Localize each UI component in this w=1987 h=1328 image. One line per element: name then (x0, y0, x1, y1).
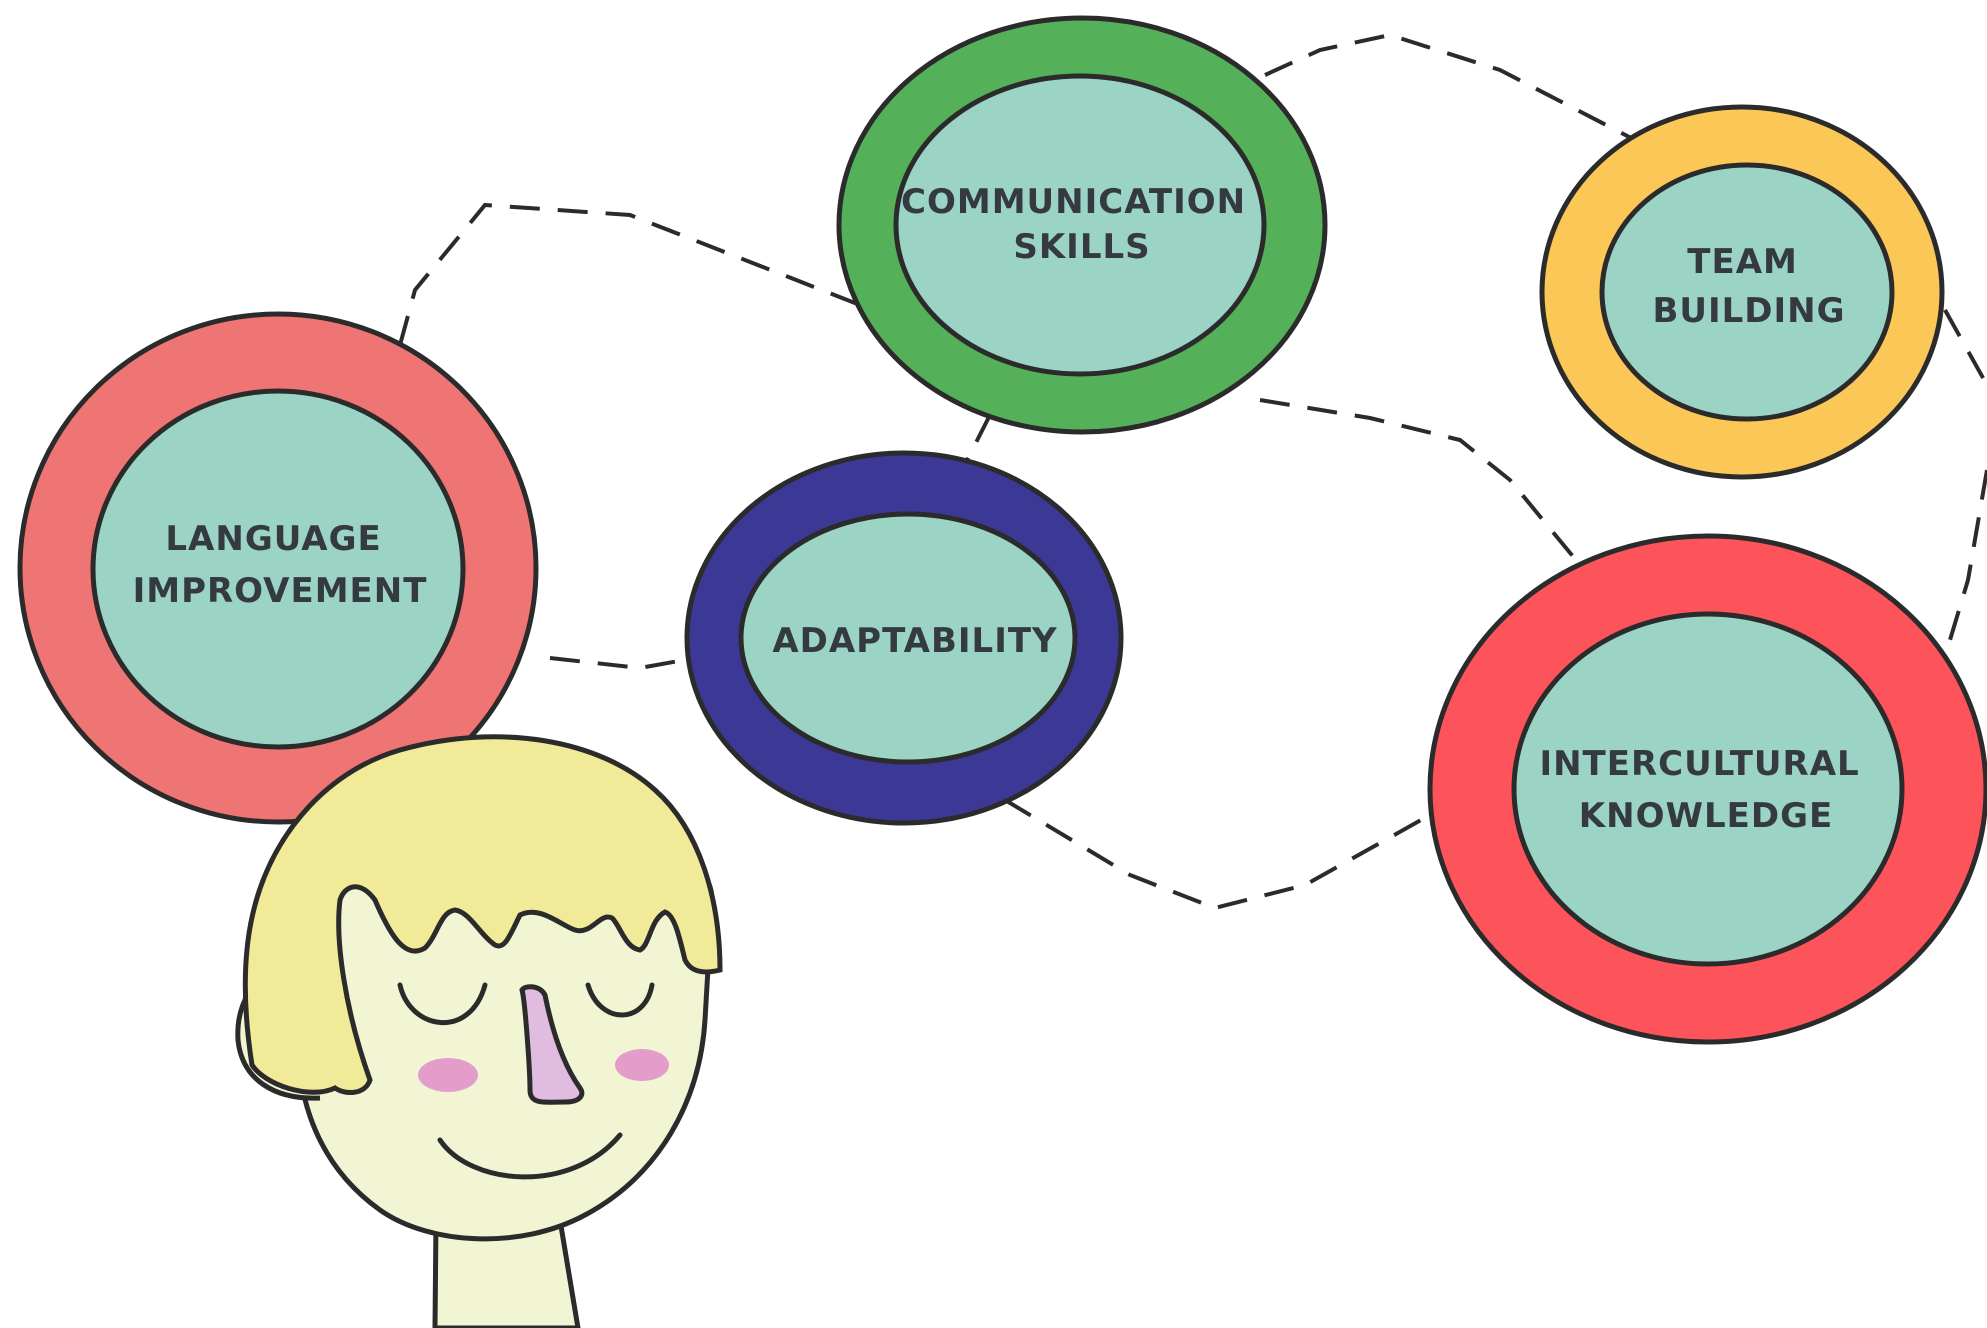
connector-team-to-intercultural (1943, 309, 1987, 386)
language-improvement-label-line-2: IMPROVEMENT (133, 571, 428, 611)
inner-team-building (1599, 162, 1895, 422)
connector-adaptability-to-intercultural (1003, 798, 1431, 911)
right-cheek (615, 1049, 669, 1081)
intercultural-knowledge-label-line-2: KNOWLEDGE (1579, 796, 1833, 836)
skill-node-adaptability: ADAPTABILITY (684, 450, 1124, 826)
svg-text:ADAPTABILITY: ADAPTABILITY (772, 621, 1057, 661)
left-cheek (418, 1058, 478, 1092)
inner-language-improvement (90, 388, 466, 750)
inner-intercultural-knowledge (1511, 611, 1905, 967)
team-building-label-line-1: TEAM (1687, 242, 1798, 282)
svg-text:LANGUAGE IMPROVEMENT: LANGUAGE IMPROVEMENT (133, 519, 428, 611)
smile (437, 1132, 623, 1180)
svg-text:TEAM BUILDING: TEAM BUILDING (1652, 242, 1845, 331)
connector-language-to-adaptability (549, 656, 696, 671)
right-eye (585, 982, 655, 1018)
connector-intercultural-right-edge (1948, 469, 1987, 641)
hair (242, 734, 723, 1095)
svg-text:COMMUNICATION SKILLS: COMMUNICATION SKILLS (901, 182, 1259, 267)
left-eye (397, 982, 488, 1026)
skill-node-communication: COMMUNICATION SKILLS (836, 15, 1328, 435)
person-thinking-icon (235, 734, 723, 1328)
connector-communication-to-intercultural (1259, 398, 1582, 567)
inner-communication (893, 73, 1267, 377)
team-building-label-line-2: BUILDING (1652, 291, 1845, 331)
connector-lines (398, 32, 1987, 911)
nose (519, 984, 585, 1105)
connector-language-to-communication (398, 202, 861, 346)
inner-adaptability (738, 511, 1078, 765)
adaptability-label: ADAPTABILITY (772, 621, 1057, 661)
skill-node-team-building: TEAM BUILDING (1539, 104, 1945, 480)
skill-node-language-improvement: LANGUAGE IMPROVEMENT (17, 311, 539, 825)
connector-communication-to-team (1264, 32, 1636, 142)
communication-label-line-1: COMMUNICATION (901, 182, 1246, 222)
intercultural-knowledge-label-line-1: INTERCULTURAL (1539, 744, 1859, 784)
language-improvement-label-line-1: LANGUAGE (165, 519, 381, 559)
skill-node-intercultural-knowledge: INTERCULTURAL KNOWLEDGE (1427, 533, 1987, 1045)
communication-label-line-2: SKILLS (1013, 227, 1150, 267)
svg-text:INTERCULTURAL KNOWLEDGE: INTERCULTURAL KNOWLEDGE (1539, 744, 1872, 836)
